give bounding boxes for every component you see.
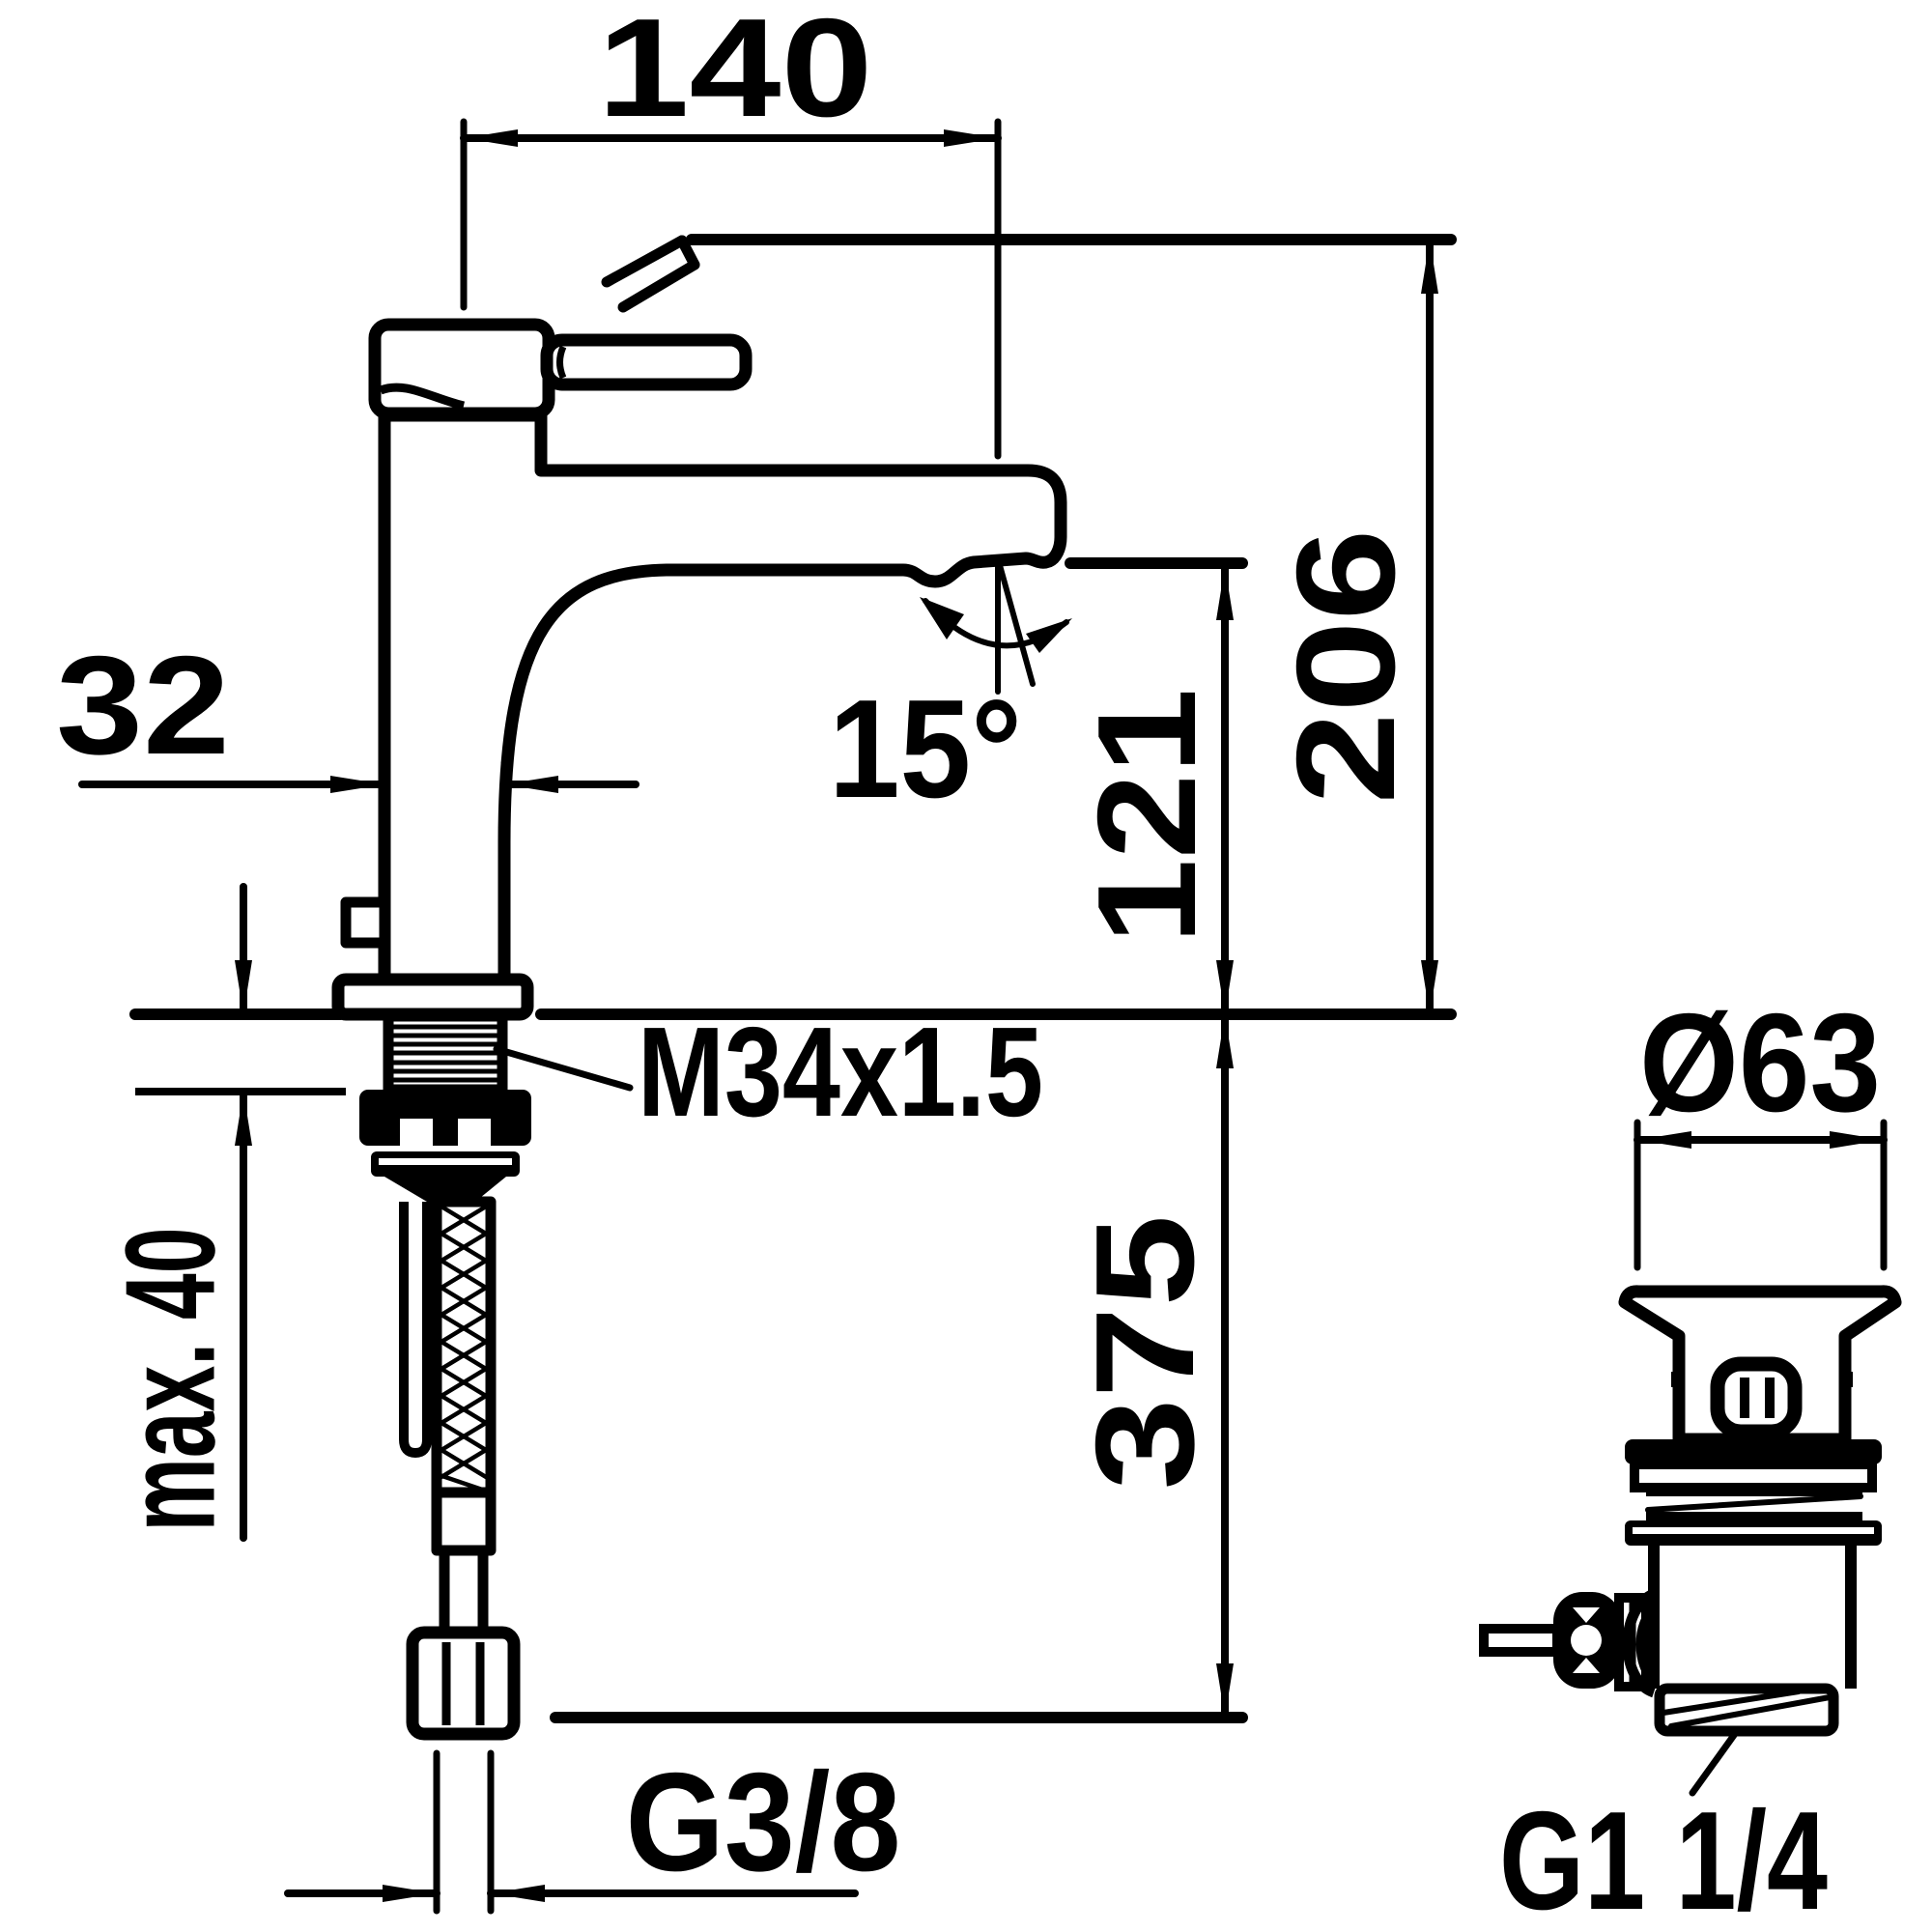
- faucet-side-view: [331, 235, 1067, 1741]
- threaded-shank: [383, 1010, 508, 1095]
- lever-handle: [540, 333, 753, 391]
- dimension-spout-height: 121: [1068, 562, 1234, 1018]
- pop-up-waste-drawing: Ø63: [1479, 984, 1902, 1932]
- dimension-spout-reach: 140: [460, 0, 1002, 460]
- waste-gasket: [1630, 1460, 1877, 1492]
- dimension-total-height: 206: [1267, 236, 1438, 1018]
- mounting-nut: [359, 1090, 531, 1146]
- lever-joint-line: [556, 345, 567, 380]
- base-plate: [331, 973, 534, 1021]
- dim-label-total-height: 206: [1267, 529, 1424, 805]
- dim-label-spout-height: 121: [1068, 689, 1225, 945]
- dimension-hose-length: 375: [1066, 1010, 1234, 1721]
- dim-label-waste-flange: Ø63: [1639, 984, 1881, 1141]
- cartridge-cap: [368, 318, 555, 420]
- pop-up-tab: [340, 896, 390, 949]
- waste-thread-zone: [1645, 1488, 1863, 1520]
- dim-label-body-diameter: 32: [56, 627, 230, 783]
- waste-ring-upper: [1625, 1439, 1882, 1464]
- waste-backnut: [1625, 1520, 1882, 1546]
- neck-step-left: [1671, 1372, 1681, 1387]
- dimension-hose-connection: G3/8: [284, 1744, 901, 1915]
- waste-thread-callout: G1 1/4: [1499, 1727, 1828, 1932]
- hose-nut: [406, 1626, 521, 1741]
- shank-thread-callout: M34x1.5: [493, 1001, 1043, 1143]
- tailpipe-thread-end: [1654, 1683, 1839, 1737]
- flex-hose: [431, 1196, 497, 1638]
- dimension-body-diameter: 32: [56, 627, 639, 923]
- pop-up-linkage: [1479, 1588, 1657, 1698]
- dim-label-deck-thickness: max. 40: [99, 1228, 242, 1532]
- handle-raised-indicator: [601, 235, 700, 313]
- pop-up-rod: [399, 1202, 432, 1459]
- dim-label-spout-reach: 140: [598, 0, 873, 146]
- dimension-waste-flange: Ø63: [1634, 984, 1888, 1271]
- dim-label-hose-connection: G3/8: [626, 1744, 901, 1900]
- dim-label-spout-angle: 15°: [829, 670, 1022, 827]
- dimension-deck-thickness: max. 40: [99, 883, 252, 1542]
- waste-plug-slot: [1710, 1356, 1803, 1439]
- spout-angle-annotation: 15°: [829, 555, 1072, 827]
- lock-ring: [371, 1151, 520, 1177]
- dim-label-shank-thread: M34x1.5: [638, 1001, 1043, 1143]
- hose-taper: [384, 1177, 506, 1202]
- cap-skirt-curve: [379, 383, 466, 411]
- faucet-body-outline: [378, 409, 1067, 986]
- dim-label-waste-thread: G1 1/4: [1499, 1782, 1828, 1932]
- neck-step-right: [1843, 1372, 1853, 1387]
- dim-label-hose-length: 375: [1066, 1215, 1223, 1491]
